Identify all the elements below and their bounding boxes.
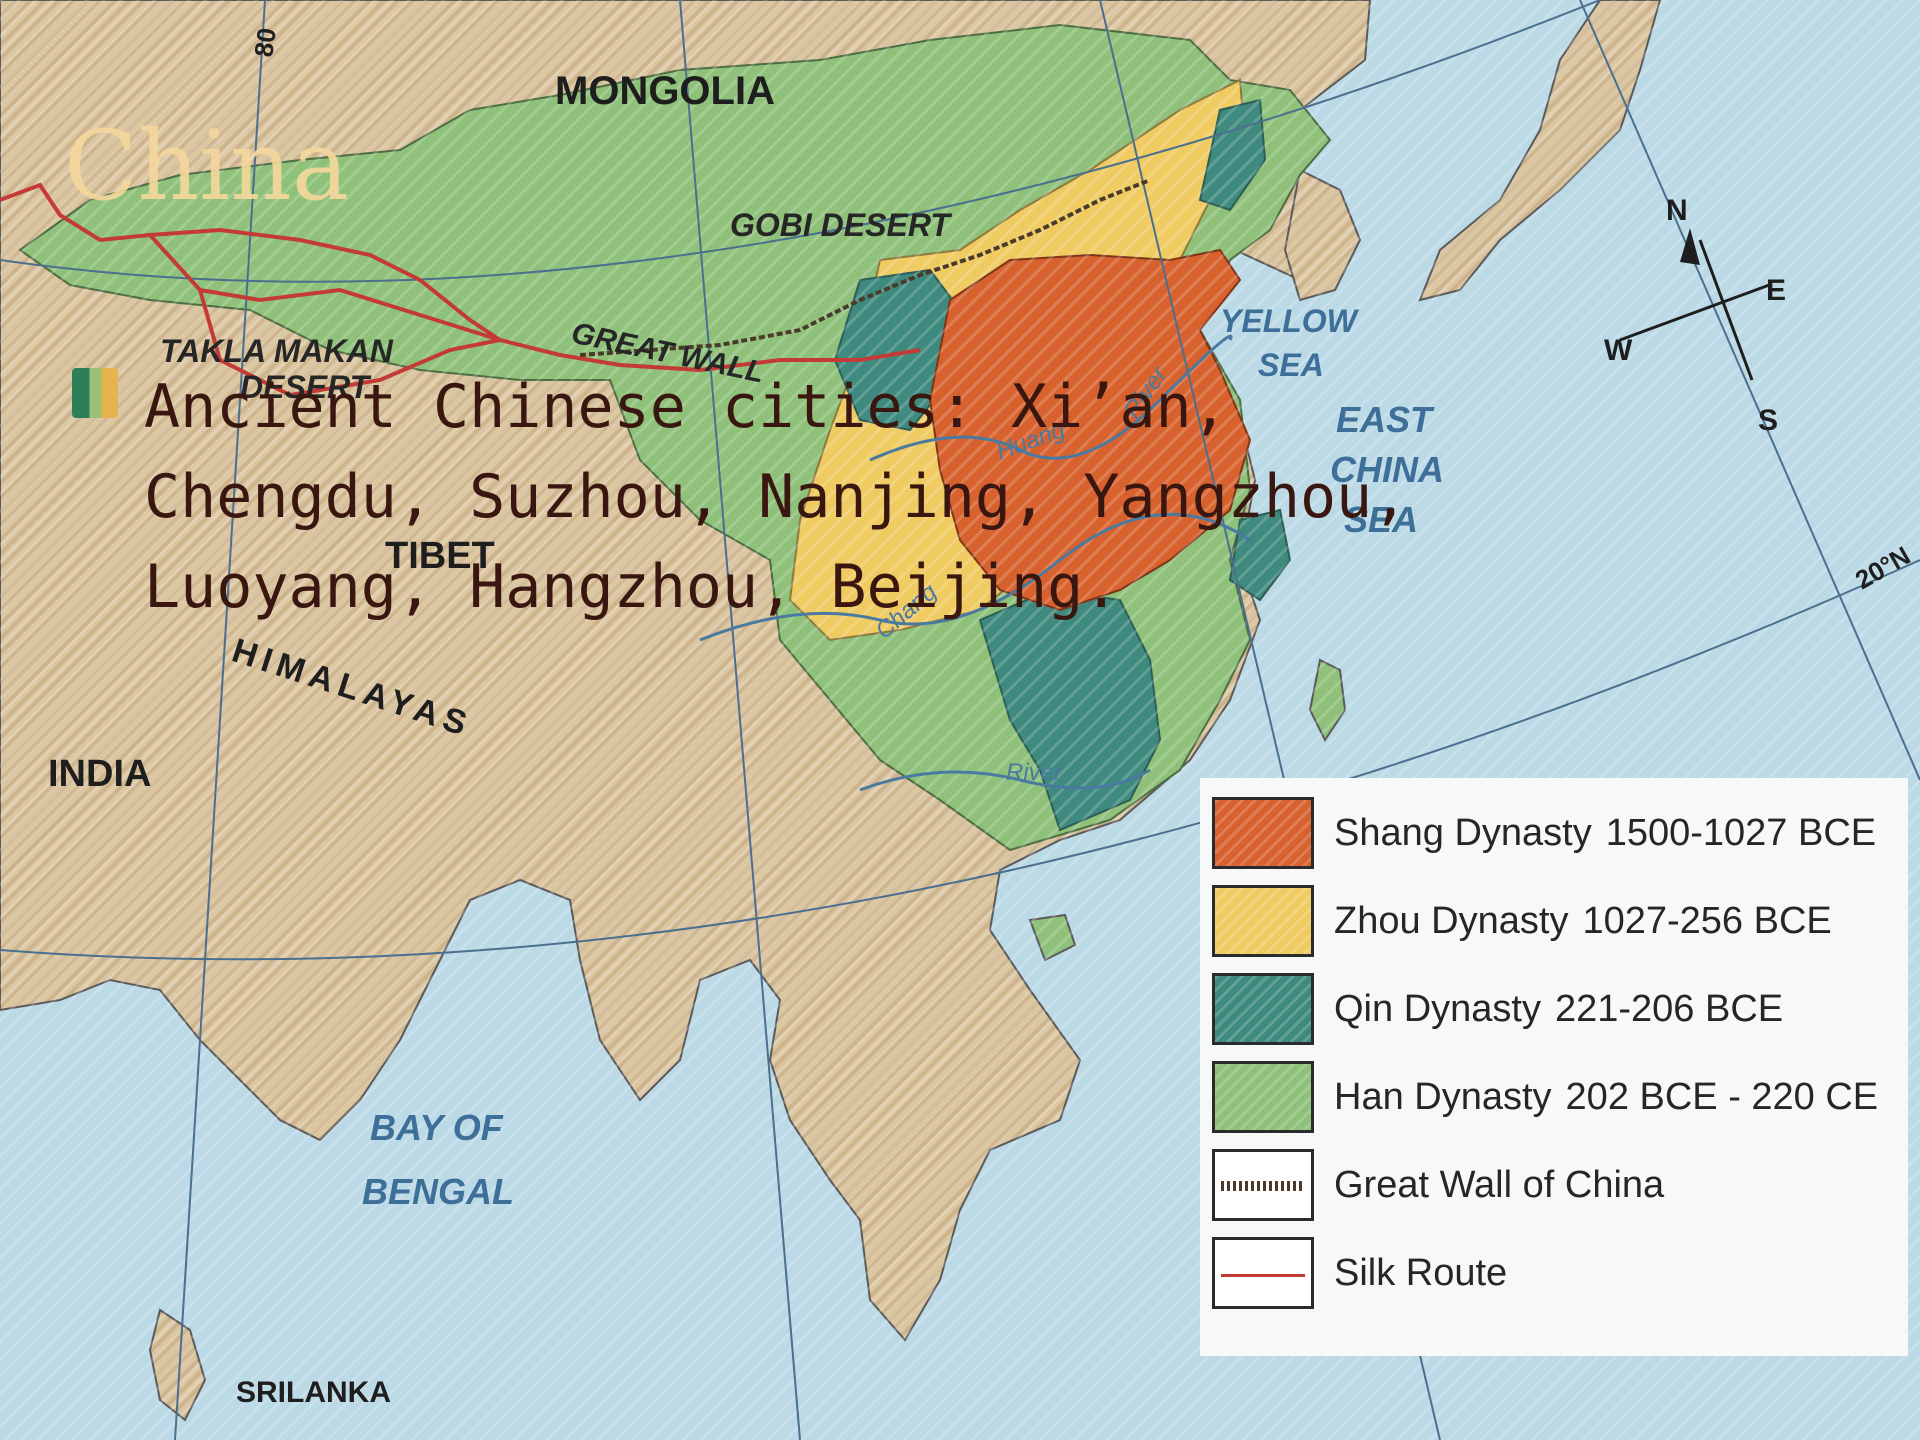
legend-row: Great Wall of China [1212,1144,1898,1226]
legend-label: Shang Dynasty [1334,811,1592,854]
silk-route [0,182,921,373]
great-wall-symbol [1221,1181,1305,1191]
map-legend: Shang Dynasty 1500-1027 BCE Zhou Dynasty 10… [1200,778,1908,1356]
legend-dates: 221-206 BCE [1554,987,1784,1030]
slide-title: China [64,110,350,222]
label-takla-makan: TAKLA MAKAN [160,333,394,369]
great-wall [579,178,1151,357]
compass-s: S [1758,404,1778,437]
label-mongolia: MONGOLIA [555,69,775,113]
legend-label: Silk Route [1334,1251,1508,1294]
huang-river [869,334,1233,462]
legend-swatch [1212,1061,1314,1133]
legend-dates: 1500-1027 BCE [1605,811,1877,854]
label-yellow-sea-line2: SEA [1258,347,1324,383]
legend-swatch [1212,885,1314,957]
label-xi-river: River [1006,759,1063,786]
legend-dates: 1027-256 BCE [1582,899,1832,942]
legend-row: Shang Dynasty 1500-1027 BCE [1212,792,1898,874]
label-east-china-line1: EAST [1336,399,1435,440]
latitude-line-north [0,0,1601,283]
legend-dates: 202 BCE - 220 CE [1565,1075,1879,1118]
latitude-line-south [0,559,1920,961]
bullet-text: Ancient Chinese cities: Xi’an, Chengdu, … [144,372,1445,622]
legend-label: Han Dynasty [1334,1075,1552,1118]
legend-swatch [1212,797,1314,869]
compass-w: W [1604,334,1633,367]
silk-route-north-branch [149,227,502,342]
bullet-marker-icon [72,368,118,418]
xi-river [859,768,1151,792]
label-takla-makan-desert: DESERT [240,369,372,405]
chang-river [699,512,1251,642]
label-tibet: TIBET [385,535,495,577]
longitude-line-west [174,0,266,1440]
legend-swatch [1212,1149,1314,1221]
legend-swatch [1212,973,1314,1045]
label-bay-of-bengal-line1: BAY OF [370,1107,504,1148]
legend-row: Silk Route [1212,1232,1898,1314]
label-bay-of-bengal-line2: BENGAL [362,1171,514,1212]
legend-label: Qin Dynasty [1334,987,1541,1030]
legend-label: Zhou Dynasty [1334,899,1569,942]
longitude-line-far-east [1579,0,1920,781]
compass-rose: N E S W [1604,194,1786,437]
label-india: INDIA [48,753,151,795]
silk-route-symbol [1221,1274,1305,1277]
legend-label: Great Wall of China [1334,1163,1665,1206]
longitude-line-center [679,0,801,1440]
label-east-china-line2: CHINA [1330,449,1444,490]
label-east-china-line3: SEA [1344,499,1418,540]
bullet-item: Ancient Chinese cities: Xi’an, Chengdu, … [72,362,1512,632]
label-srilanka: SRILANKA [236,1376,391,1409]
label-gobi-desert: GOBI DESERT [730,207,952,243]
legend-row: Zhou Dynasty 1027-256 BCE [1212,880,1898,962]
legend-swatch [1212,1237,1314,1309]
compass-n: N [1666,194,1688,227]
silk-route-south-branch [198,289,501,398]
legend-row: Qin Dynasty 221-206 BCE [1212,968,1898,1050]
label-yellow-sea-line1: YELLOW [1220,303,1360,339]
compass-e: E [1766,274,1786,307]
label-longitude-80: 80 [248,26,282,59]
legend-row: Han Dynasty 202 BCE - 220 CE [1212,1056,1898,1138]
